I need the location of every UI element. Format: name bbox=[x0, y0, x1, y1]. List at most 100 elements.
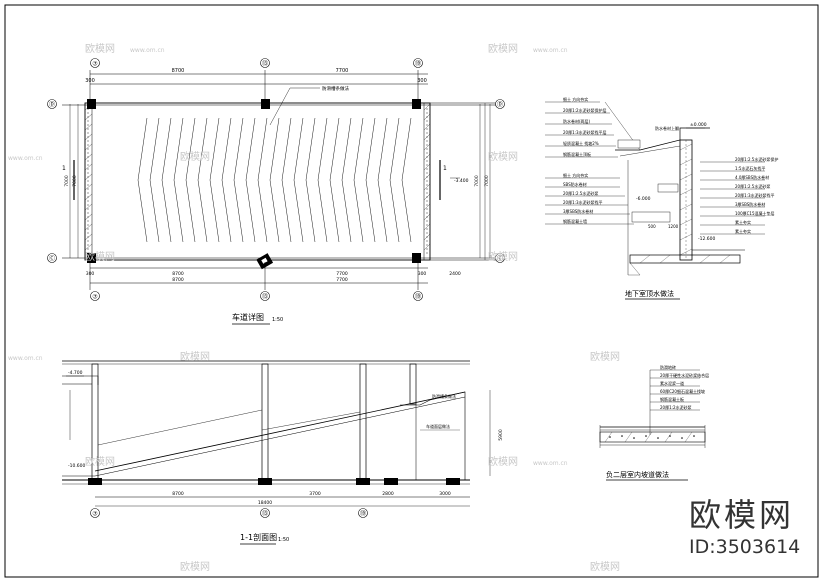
section-axis-2: ⑬ bbox=[262, 510, 268, 518]
plan-level-mark: -3.400 bbox=[454, 178, 469, 184]
plan-bottom-dim-inner-2: 7700 bbox=[336, 277, 348, 283]
watermark-url: www.om.cn bbox=[8, 355, 43, 362]
section-dim-1: 8700 bbox=[172, 491, 184, 497]
section-note-slope: 防滑槽条做法 bbox=[432, 393, 456, 399]
plan-bottom-dim-1: 8700 bbox=[172, 271, 184, 277]
detail-basement-waterproofing: 细土 方向夯实 20厚1:2水泥砂浆保护层 防水卷材(两层) 20厚1:3水泥砂… bbox=[545, 96, 778, 300]
section-dim-4: 3000 bbox=[439, 491, 451, 497]
detail1-note-wall: 防水卷材上翻 bbox=[655, 125, 679, 131]
plan-top-dim-outer-1: 300 bbox=[85, 78, 95, 84]
column bbox=[412, 99, 421, 109]
plan-right-dim-1: 7000 bbox=[474, 175, 480, 187]
plan-bottom-dim-inner-1: 8700 bbox=[172, 277, 184, 283]
detail1-level-top: ±0.000 bbox=[690, 122, 707, 128]
detail1-title: 地下室顶水做法 bbox=[625, 289, 674, 298]
watermark-url: www.om.cn bbox=[8, 155, 43, 162]
detail1-layer-mid-3: 20厚1:2.5水泥砂浆 bbox=[563, 190, 598, 196]
watermark-brand: 欧模网 bbox=[180, 561, 210, 573]
detail1-layer-right-6: 3厚SBS防水卷材 bbox=[735, 201, 765, 207]
detail1-layer-top-4: 20厚1:3水泥砂浆找平层 bbox=[563, 129, 607, 135]
plan-top-dim-outer-2: 300 bbox=[417, 78, 427, 84]
section-dim-3: 2800 bbox=[382, 491, 394, 497]
section-axis-1: ⑦ bbox=[92, 511, 98, 518]
watermark-url: www.om.cn bbox=[533, 47, 568, 54]
plan-left-dim-2: 7000 bbox=[72, 175, 78, 187]
detail1-layer-right-2: 1:5水泥石灰找平 bbox=[735, 165, 765, 171]
watermark-brand: 欧模网 bbox=[488, 456, 518, 468]
section-axis-3: ⑲ bbox=[360, 510, 366, 518]
plan-bottom-dim-outer-3: 2400 bbox=[449, 271, 461, 277]
detail2-layer-6: 20厚1:2水泥砂浆 bbox=[660, 404, 692, 410]
plan-bottom-dim-outer-2: 300 bbox=[418, 271, 427, 277]
watermark-brand: 欧模网 bbox=[180, 351, 210, 363]
watermark-brand: 欧模网 bbox=[85, 456, 115, 468]
watermark-layer: 欧模网 www.om.cn 欧模网 www.om.cn 欧模网 欧模网 www.… bbox=[8, 43, 620, 573]
detail1-level-mid: -6.000 bbox=[636, 196, 651, 202]
detail1-layer-top-1: 细土 方向夯实 bbox=[563, 96, 588, 102]
detail2-layer-1: 防滑地砖 bbox=[660, 364, 676, 370]
plan-axis-left-2: Ⓒ bbox=[49, 255, 55, 263]
plan-note-drain: 防滑槽条做法 bbox=[322, 85, 349, 92]
plan-axis-top-2: ⑬ bbox=[262, 60, 268, 68]
plan-axis-left-1: Ⓓ bbox=[49, 101, 55, 109]
brand-block: 欧模网 ID:3503614 bbox=[689, 497, 809, 559]
watermark-url: www.om.cn bbox=[130, 47, 165, 54]
column bbox=[261, 99, 270, 109]
detail1-layer-right-3: 4.0厚SBS防水卷材 bbox=[735, 174, 769, 180]
section-dim-2: 3700 bbox=[309, 491, 321, 497]
detail1-level-bottom: -12.600 bbox=[698, 236, 716, 242]
watermark-brand: 欧模网 bbox=[85, 43, 115, 55]
sheet-border bbox=[4, 4, 819, 578]
column bbox=[87, 99, 96, 109]
detail1-layer-right-7: 100厚C15混凝土垫层 bbox=[735, 210, 775, 216]
watermark-url: www.om.cn bbox=[533, 460, 568, 467]
column bbox=[412, 253, 421, 263]
watermark-brand: 欧模网 bbox=[488, 251, 518, 263]
brand-id-text: ID:3503614 bbox=[689, 536, 801, 558]
plan-bottom-dim-2: 7700 bbox=[336, 271, 348, 277]
detail2-layer-5: 钢筋混凝土板 bbox=[660, 396, 684, 402]
detail2-layer-4: 60厚C20细石混凝土找坡 bbox=[660, 388, 705, 394]
detail1-layer-mid-4: 20厚1:3水泥砂浆找平 bbox=[563, 199, 603, 205]
plan-chevron-grooves bbox=[137, 117, 412, 243]
section-level-bottom: -10.600 bbox=[68, 463, 86, 469]
plan-title: 车道详图 bbox=[232, 312, 264, 322]
plan-scale: 1:50 bbox=[272, 317, 283, 323]
detail1-dim-2: 1200 bbox=[668, 224, 679, 229]
plan-axis-top-3: ⑲ bbox=[415, 60, 421, 68]
section-level-top: -4.700 bbox=[68, 370, 83, 376]
section-title: 1-1剖面图 bbox=[240, 532, 277, 542]
detail1-layer-top-3: 防水卷材(两层) bbox=[563, 118, 591, 124]
detail1-layer-top-6: 钢筋混凝土顶板 bbox=[563, 151, 591, 157]
detail1-layer-mid-5: 3厚SBS防水卷材 bbox=[563, 208, 593, 214]
watermark-brand: 欧模网 bbox=[85, 251, 115, 263]
detail1-layer-mid-6: 钢筋混凝土墙 bbox=[563, 218, 587, 224]
section-height-dim: 5900 bbox=[498, 429, 504, 441]
watermark-brand: 欧模网 bbox=[488, 43, 518, 55]
plan-bottom-dim-outer-1: 300 bbox=[86, 271, 95, 277]
brand-logo-text: 欧模网 bbox=[689, 496, 795, 534]
section-scale: 1:50 bbox=[278, 537, 289, 543]
section-note-ramp: 车道面层做法 bbox=[426, 423, 450, 429]
plan-axis-right-1: Ⓓ bbox=[497, 101, 503, 109]
plan-view: 8700 7700 300 300 ⑦ ⑬ ⑲ bbox=[47, 58, 505, 325]
detail1-layer-right-8: 素土夯实 bbox=[735, 219, 751, 225]
plan-axis-bottom-1: ⑦ bbox=[92, 294, 98, 301]
column bbox=[87, 253, 96, 263]
plan-top-dim-1: 8700 bbox=[172, 68, 185, 74]
detail1-layer-top-5: 轻质混凝土 找坡2% bbox=[563, 140, 599, 146]
plan-axis-top-1: ⑦ bbox=[92, 61, 98, 68]
section-1-1: -4.700 -10.600 防滑槽条做法 车道面层做法 5900 8700 3… bbox=[62, 360, 504, 545]
plan-top-dim-2: 7700 bbox=[336, 68, 349, 74]
detail1-layer-mid-1: 细土 方向夯实 bbox=[563, 172, 588, 178]
plan-axis-bottom-2: ⑬ bbox=[262, 293, 268, 301]
watermark-brand: 欧模网 bbox=[488, 151, 518, 163]
plan-axis-bottom-3: ⑲ bbox=[415, 293, 421, 301]
detail1-layer-right-5: 20厚1:3水泥砂浆找平 bbox=[735, 192, 775, 198]
plan-left-dim-1: 7000 bbox=[64, 175, 70, 187]
watermark-brand: 欧模网 bbox=[590, 561, 620, 573]
plan-section-mark-right: 1 bbox=[443, 165, 447, 172]
watermark-brand: 欧模网 bbox=[180, 151, 210, 163]
detail1-layer-mid-2: SBS防水卷材 bbox=[563, 181, 587, 187]
